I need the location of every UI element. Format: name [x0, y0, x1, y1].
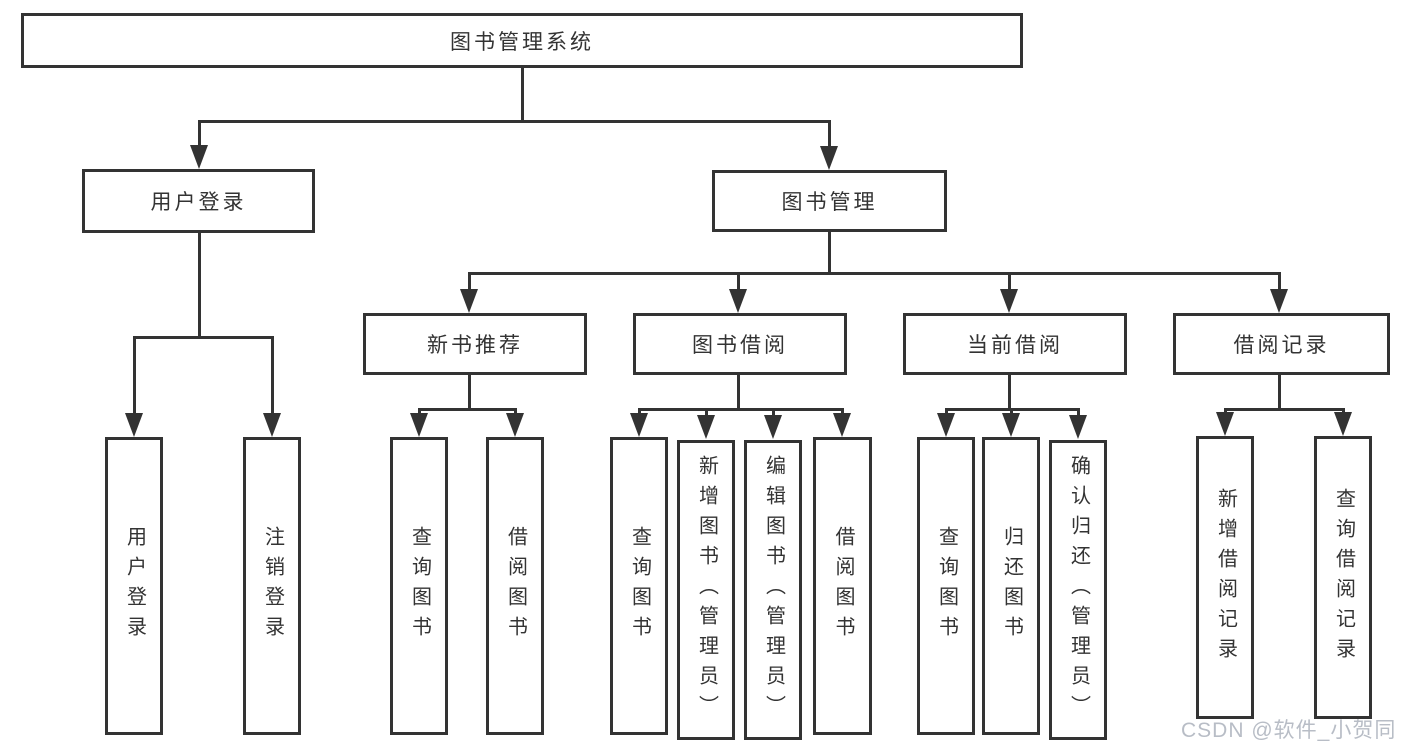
arrow-down-icon: [506, 413, 524, 437]
arrow-down-icon: [729, 289, 747, 313]
node-user-login: 用户登录: [82, 169, 315, 233]
node-add-books-admin: 新增图书（管理员）: [677, 440, 735, 740]
connector-stem: [418, 408, 421, 415]
connector-stem: [514, 408, 517, 415]
node-label: 图书管理: [781, 191, 878, 214]
node-label: 确认归还（管理员）: [1067, 455, 1090, 725]
node-label: 查询图书: [408, 526, 431, 646]
connector-stem: [1010, 408, 1013, 415]
connector-newrec-stem: [468, 272, 471, 291]
connector-borrowing-stem: [737, 272, 740, 291]
connector-stem: [945, 408, 948, 415]
node-user-login-leaf: 用户登录: [105, 437, 163, 735]
node-label: 用户登录: [150, 191, 247, 214]
node-book-management: 图书管理: [712, 170, 947, 232]
connector-stem: [1224, 408, 1227, 414]
node-label: 注销登录: [261, 526, 284, 646]
connector-stem: [705, 408, 708, 417]
connector-records-hline: [1224, 408, 1344, 411]
arrow-down-icon: [630, 413, 648, 437]
node-label: 借阅记录: [1233, 334, 1330, 357]
connector-stem: [772, 408, 775, 417]
node-query-books-borrowing: 查询图书: [610, 437, 668, 735]
node-borrow-books-borrowing: 借阅图书: [813, 437, 872, 735]
node-return-books: 归还图书: [982, 437, 1040, 735]
connector-stem: [1342, 408, 1345, 414]
connector-root-vline: [521, 68, 524, 121]
arrow-down-icon: [410, 413, 428, 437]
node-logout: 注销登录: [243, 437, 301, 735]
connector-borrowing-vline: [737, 375, 740, 409]
arrow-down-icon: [125, 413, 143, 437]
node-label: 编辑图书（管理员）: [762, 455, 785, 725]
connector-level2-hline: [198, 120, 831, 123]
connector-stem: [1077, 408, 1080, 417]
node-query-books-current: 查询图书: [917, 437, 975, 735]
node-label: 新增图书（管理员）: [695, 455, 718, 725]
node-edit-books-admin: 编辑图书（管理员）: [744, 440, 802, 740]
node-label: 归还图书: [1000, 526, 1023, 646]
arrow-down-icon: [190, 145, 208, 169]
arrow-down-icon: [1000, 289, 1018, 313]
node-label: 借阅图书: [832, 526, 854, 646]
node-borrow-books-newrec: 借阅图书: [486, 437, 544, 735]
node-root: 图书管理系统: [21, 13, 1023, 68]
connector-logout-stem: [271, 336, 274, 415]
node-label: 借阅图书: [504, 526, 527, 646]
connector-records-vline: [1278, 375, 1281, 409]
node-label: 查询图书: [628, 526, 651, 646]
node-label: 查询借阅记录: [1332, 487, 1355, 668]
node-add-borrow-record: 新增借阅记录: [1196, 436, 1254, 719]
connector-userlogin-stem: [198, 120, 201, 147]
node-borrowing-records: 借阅记录: [1173, 313, 1390, 375]
arrow-down-icon: [460, 289, 478, 313]
connector-userlogin-vline: [198, 233, 201, 338]
arrow-down-icon: [697, 415, 715, 439]
node-label: 新增借阅记录: [1214, 487, 1237, 668]
arrow-down-icon: [1069, 415, 1087, 439]
arrow-down-icon: [263, 413, 281, 437]
connector-bookmgmt-stem: [828, 120, 831, 148]
arrow-down-icon: [1270, 289, 1288, 313]
node-confirm-return-admin: 确认归还（管理员）: [1049, 440, 1107, 740]
arrow-down-icon: [820, 146, 838, 170]
connector-level3-hline: [468, 272, 1281, 275]
connector-borrowing-hline: [638, 408, 844, 411]
arrow-down-icon: [1216, 412, 1234, 436]
connector-newrec-hline: [418, 408, 517, 411]
node-label: 图书借阅: [692, 334, 788, 357]
connector-stem: [841, 408, 844, 415]
connector-current-stem: [1008, 272, 1011, 291]
connector-bookmgmt-vline: [828, 232, 831, 274]
connector-newrec-vline: [468, 375, 471, 409]
node-new-book-recommend: 新书推荐: [363, 313, 587, 375]
node-label: 用户登录: [123, 526, 146, 646]
connector-current-vline: [1008, 375, 1011, 409]
node-query-borrow-record: 查询借阅记录: [1314, 436, 1372, 719]
csdn-watermark: CSDN @软件_小贺同学: [1181, 719, 1397, 742]
connector-userlogin-hline: [133, 336, 274, 339]
arrow-down-icon: [1002, 413, 1020, 437]
arrow-down-icon: [764, 415, 782, 439]
connector-records-stem: [1278, 272, 1281, 291]
node-label: 查询图书: [935, 526, 958, 646]
arrow-down-icon: [833, 413, 851, 437]
node-label: 新书推荐: [427, 334, 523, 357]
connector-stem: [638, 408, 641, 415]
node-label: 当前借阅: [967, 334, 1063, 357]
node-query-books-newrec: 查询图书: [390, 437, 448, 735]
node-label: 图书管理系统: [450, 30, 594, 54]
connector-login-stem: [133, 336, 136, 415]
node-book-borrowing: 图书借阅: [633, 313, 847, 375]
arrow-down-icon: [937, 413, 955, 437]
arrow-down-icon: [1334, 412, 1352, 436]
node-current-borrowing: 当前借阅: [903, 313, 1127, 375]
